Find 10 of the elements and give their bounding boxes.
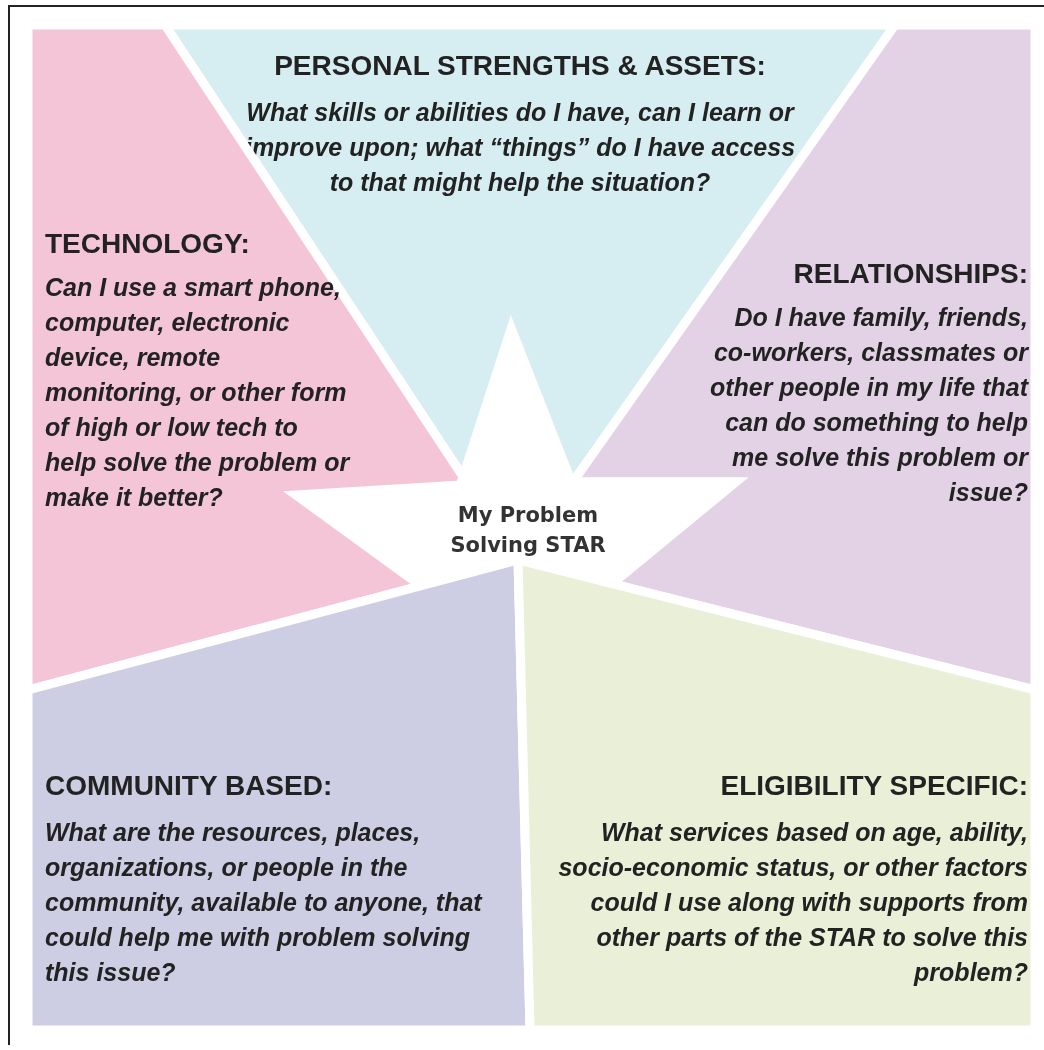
section-question: Do I have family, friends, co-workers, classmates or other people in my life that can do something to help me solve this problem or issue? xyxy=(708,302,1028,508)
section-heading: PERSONAL STRENGTHS & ASSETS: xyxy=(273,50,767,82)
section-question: Can I use a smart phone, computer, electronic device, remote monitoring, or other form of high or low tech to help solve the problem or make it better? xyxy=(45,272,352,513)
section-heading: TECHNOLOGY: xyxy=(45,228,251,260)
section-question: What services based on age, ability, socio-economic status, or other factors could I use along with supports from other parts of the STAR to solve this problem? xyxy=(557,817,1028,988)
section-heading: ELIGIBILITY SPECIFIC: xyxy=(719,770,1028,802)
section-heading: RELATIONSHIPS: xyxy=(792,258,1028,290)
section-question: What are the resources, places, organizations, or people in the community, available to anyone, that could help me with problem solving this issue? xyxy=(45,817,484,988)
section-heading: COMMUNITY BASED: xyxy=(45,770,334,802)
center-title: My Problem Solving STAR xyxy=(449,502,607,559)
